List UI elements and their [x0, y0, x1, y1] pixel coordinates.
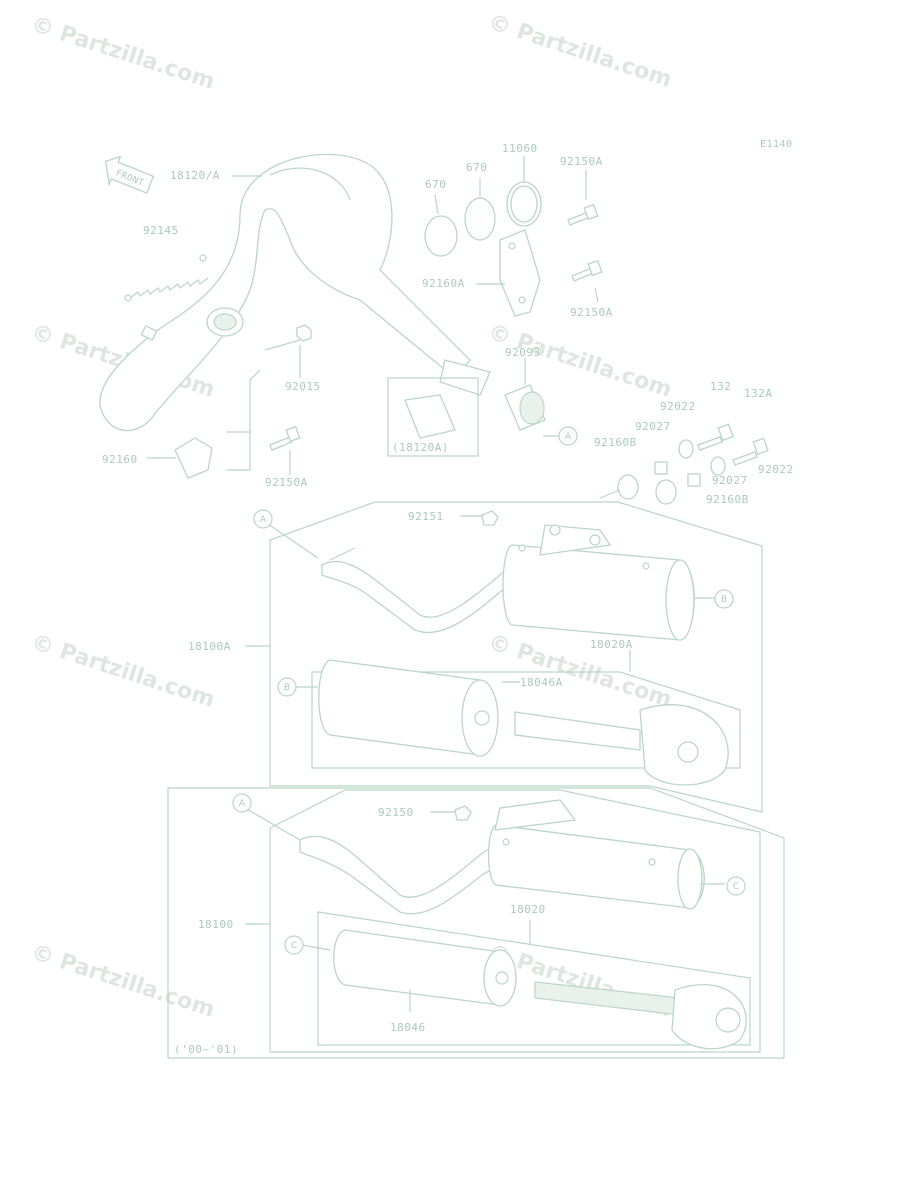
label-18120a-inset: (18120A): [392, 441, 449, 454]
label-92160b-b: 92160B: [706, 493, 749, 506]
label-92022-b: 92022: [758, 463, 794, 476]
label-92150: 92150: [378, 806, 414, 819]
label-92093: 92093: [505, 346, 541, 359]
inset-18120a: (18120A): [387, 377, 479, 457]
label-92151: 92151: [408, 510, 444, 523]
label-92015: 92015: [285, 380, 321, 393]
front-arrow-icon: FRONT: [104, 155, 155, 194]
label-18020: 18020: [510, 903, 546, 916]
bolt-132: [697, 423, 734, 451]
collar-92027-b: [687, 473, 701, 487]
bracket-92160a: [499, 229, 541, 317]
label-92150a-top: 92150A: [560, 155, 603, 168]
callout-a-1: A: [558, 426, 578, 446]
watermark-2: © Partzilla.com: [485, 10, 674, 93]
svg-text:B: B: [284, 683, 290, 693]
silencer-assembly-18100: [167, 787, 785, 1059]
bolt-92150a-mid: [571, 259, 603, 282]
washer-92022-a: [678, 439, 694, 459]
svg-text:A: A: [239, 799, 246, 809]
grommet-92093: [504, 384, 546, 431]
callout-a-2: A: [253, 509, 273, 529]
diagram-code: E1140: [760, 139, 793, 150]
label-11060: 11060: [502, 142, 538, 155]
gasket-670-b: [464, 197, 496, 241]
callout-a-3: A: [232, 793, 252, 813]
svg-text:B: B: [721, 595, 727, 605]
bolt-132a: [732, 437, 769, 466]
watermark-7: © Partzilla.com: [28, 940, 217, 1023]
label-18100: 18100: [198, 918, 234, 931]
label-92150a-mid: 92150A: [570, 306, 613, 319]
svg-text:C: C: [291, 941, 297, 951]
label-18020a: 18020A: [590, 638, 633, 651]
svg-text:A: A: [260, 515, 267, 525]
gasket-670-a: [424, 215, 458, 257]
callout-b-2: B: [277, 677, 297, 697]
label-92160a: 92160A: [422, 277, 465, 290]
label-18120a: 18120/A: [170, 169, 220, 182]
label-18046: 18046: [390, 1021, 426, 1034]
label-92027-b: 92027: [712, 474, 748, 487]
grommet-92160b-a: [617, 474, 639, 500]
collar-92027-a: [654, 461, 668, 475]
label-18100a: 18100A: [188, 640, 231, 653]
gasket-11060-inner: [510, 185, 538, 223]
label-670-b: 670: [466, 161, 487, 174]
header-pipe-18120: [99, 153, 491, 432]
watermark-1: © Partzilla.com: [28, 12, 217, 95]
bolt-92150: [454, 805, 472, 821]
label-92160: 92160: [102, 453, 138, 466]
label-670-a: 670: [425, 178, 446, 191]
bolt-92150a-low: [269, 425, 301, 451]
spring-92145: [124, 254, 209, 302]
callout-b-1: B: [714, 589, 734, 609]
clamp-92160: [174, 437, 213, 479]
leader-lines-top: [147, 156, 599, 475]
bolt-92151: [481, 510, 499, 526]
label-92160b-a: 92160B: [594, 436, 637, 449]
washer-92022-b: [710, 456, 726, 476]
part-labels: 18120/A 92145 670 670 11060 92150A 92160…: [102, 142, 794, 1056]
callout-c-2: C: [284, 935, 304, 955]
svg-text:C: C: [733, 882, 739, 892]
callout-c-1: C: [726, 876, 746, 896]
bolt-92150a-top: [567, 203, 599, 226]
silencer-assembly-18100a: [245, 489, 763, 813]
grommet-92160b-b: [655, 479, 677, 505]
label-132a: 132A: [744, 387, 773, 400]
watermark-6: © Partzilla.com: [485, 630, 674, 713]
svg-text:A: A: [565, 432, 572, 442]
label-18046a: 18046A: [520, 676, 563, 689]
label-years: ('00~'01): [174, 1043, 238, 1056]
label-92150a-low: 92150A: [265, 476, 308, 489]
nut-92015: [296, 324, 312, 342]
label-92022-a: 92022: [660, 400, 696, 413]
label-92027-a: 92027: [635, 420, 671, 433]
label-92145: 92145: [143, 224, 179, 237]
watermark-4: © Partzilla.com: [485, 320, 674, 403]
label-132: 132: [710, 380, 731, 393]
